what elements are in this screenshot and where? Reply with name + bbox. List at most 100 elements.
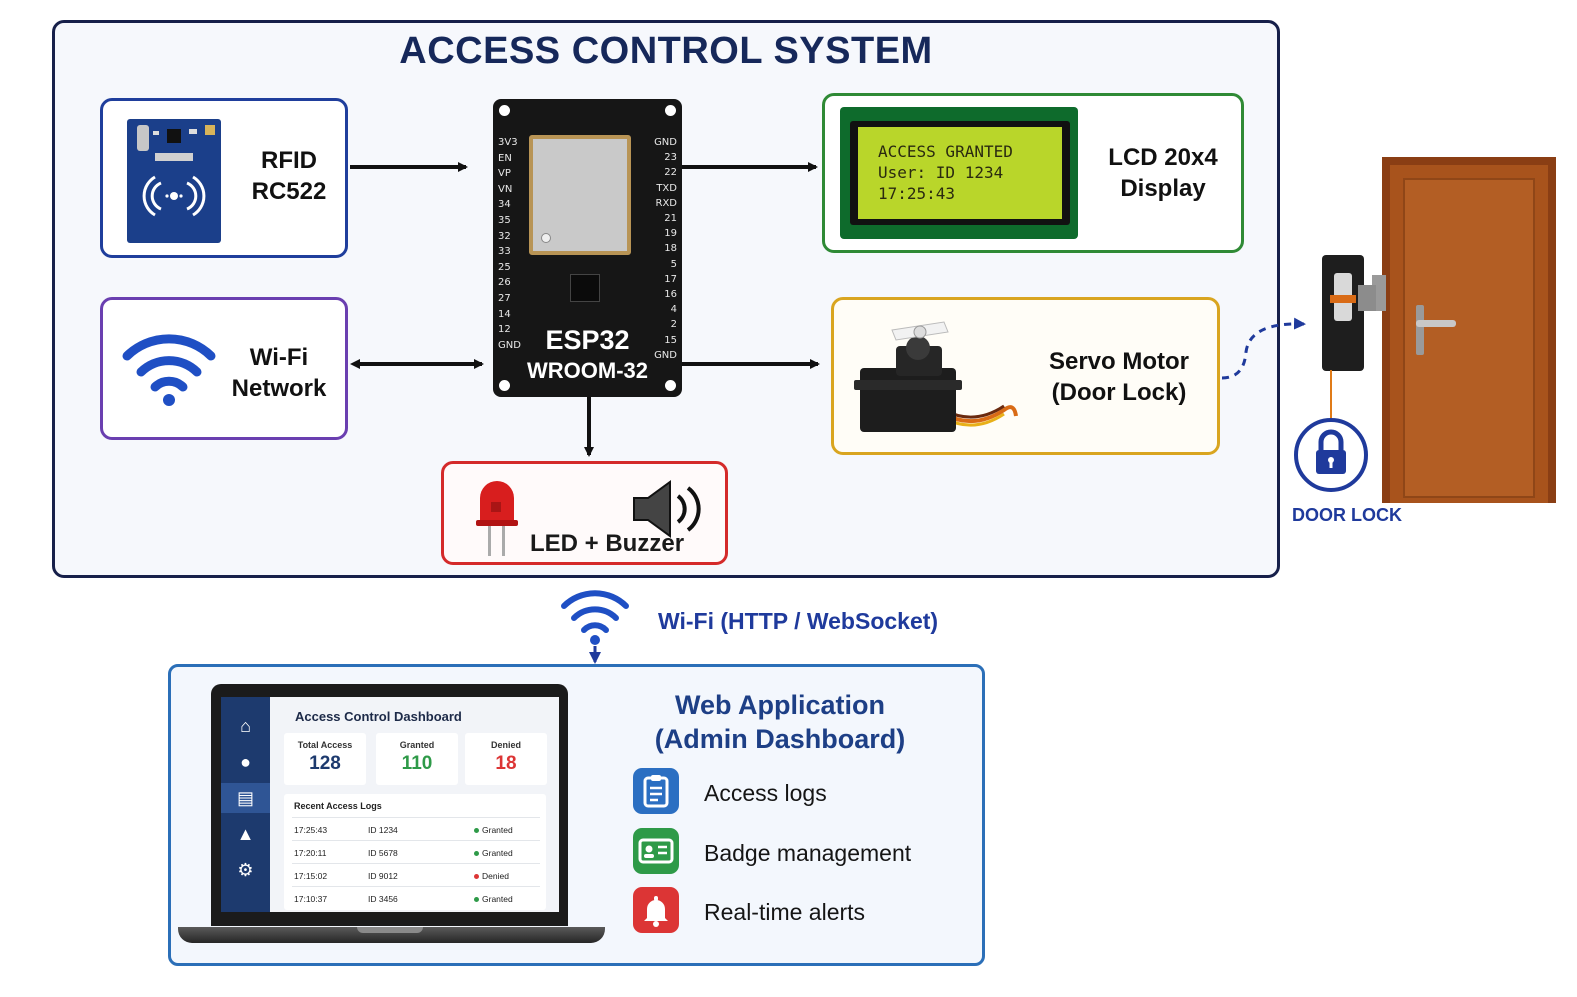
log-status-text: Denied xyxy=(482,871,509,881)
log-status: Denied xyxy=(474,871,509,881)
home-icon[interactable]: ⌂ xyxy=(240,716,251,736)
esp32-pin-label: 23 xyxy=(664,152,677,164)
stat-label: Total Access xyxy=(297,740,353,750)
wifi-label-line2: Network xyxy=(231,375,327,402)
status-dot xyxy=(474,828,479,834)
rfid-label: RFID RC522 xyxy=(239,145,339,207)
log-time: 17:20:11 xyxy=(294,848,327,858)
dashboard-sidebar: ⌂ ● ▤ ▲ ⚙ xyxy=(221,697,270,912)
wifi-icon xyxy=(122,334,216,406)
log-id: ID 9012 xyxy=(368,871,398,881)
stat-value: 110 xyxy=(401,753,433,774)
web-app-title-line1: Web Application xyxy=(674,690,885,720)
esp32-pin-label: 21 xyxy=(664,213,677,224)
web-app-title-line2: (Admin Dashboard) xyxy=(654,724,906,754)
rfid-label-line2: RC522 xyxy=(251,178,327,205)
feature-access-logs: Access logs xyxy=(704,780,827,806)
servo-label-line2: (Door Lock) xyxy=(1051,379,1187,406)
lcd-screen-line1: ACCESS GRANTED xyxy=(878,142,1013,161)
user-icon[interactable]: ● xyxy=(240,752,251,772)
door-lock-label: DOOR LOCK xyxy=(1292,505,1402,525)
esp32-name: ESP32 xyxy=(545,325,630,355)
led-buzzer-node: LED + Buzzer xyxy=(441,461,728,565)
bell-icon[interactable]: ▲ xyxy=(236,824,255,844)
laptop-base xyxy=(178,927,605,943)
id-card-icon[interactable]: ▤ xyxy=(221,783,270,813)
log-id: ID 3456 xyxy=(368,894,398,904)
stat-value: 18 xyxy=(495,753,517,774)
esp32-pin-label: 22 xyxy=(664,167,677,179)
log-id: ID 5678 xyxy=(368,848,398,858)
status-dot xyxy=(474,897,479,903)
table-row[interactable]: 17:10:37 ID 3456 Granted xyxy=(292,886,540,908)
esp32-pin-label: 32 xyxy=(498,230,511,242)
esp32-pin-label: 5 xyxy=(670,258,677,270)
wifi-node: Wi-Fi Network xyxy=(100,297,348,440)
esp32-pin-label: 27 xyxy=(498,293,511,304)
gear-icon[interactable]: ⚙ xyxy=(237,860,254,880)
wifi-link-icon xyxy=(561,590,629,645)
esp32-pin-label: GND xyxy=(498,339,521,351)
wifi-label-line1: Wi-Fi xyxy=(249,344,309,371)
esp32-model: WROOM-32 xyxy=(527,358,648,383)
dashboard-title: Access Control Dashboard xyxy=(295,709,462,724)
esp32-pin-label: TXD xyxy=(656,182,677,194)
web-app-title: Web Application (Admin Dashboard) xyxy=(620,688,940,756)
log-status: Granted xyxy=(474,848,513,858)
esp32-pin-label: 17 xyxy=(664,273,677,285)
table-row[interactable]: 17:20:11 ID 5678 Granted xyxy=(292,840,540,862)
esp32-pin-label: 18 xyxy=(664,243,677,255)
stat-granted: Granted 110 xyxy=(376,733,458,785)
servo-node: Servo Motor (Door Lock) xyxy=(831,297,1220,455)
esp32-pin-label: 33 xyxy=(498,246,511,258)
dashboard-screen: ⌂ ● ▤ ▲ ⚙ Access Control Dashboard Total… xyxy=(221,697,559,912)
usb-chip xyxy=(570,274,600,302)
esp32-pin-label: 4 xyxy=(670,304,677,316)
lcd-label-line2: Display xyxy=(1120,175,1206,202)
servo-motor-icon xyxy=(854,321,1018,432)
esp32-pin-label: 26 xyxy=(498,277,511,289)
table-row[interactable]: 17:15:02 ID 9012 Denied xyxy=(292,863,540,885)
esp32-module-shield xyxy=(529,135,631,255)
esp32-pin-label: GND xyxy=(654,349,677,361)
log-status-text: Granted xyxy=(482,848,513,858)
esp32-pin-label: 19 xyxy=(664,228,677,240)
esp32-pin-label: GND xyxy=(654,137,677,148)
lock-icon xyxy=(1294,418,1368,492)
arrow-servo-to-lock xyxy=(1221,317,1306,380)
log-time: 17:15:02 xyxy=(294,871,328,881)
rfid-reader-icon xyxy=(127,119,221,243)
status-dot xyxy=(474,851,479,857)
diagram-title: ACCESS CONTROL SYSTEM xyxy=(399,30,933,72)
recent-logs-title: Recent Access Logs xyxy=(294,801,382,811)
log-status: Granted xyxy=(474,825,513,835)
status-dot xyxy=(474,874,479,880)
wifi-link-label: Wi-Fi (HTTP / WebSocket) xyxy=(658,608,939,634)
esp32-pin-label: RXD xyxy=(655,197,678,209)
esp32-pin-label: 14 xyxy=(498,308,511,320)
log-status-text: Granted xyxy=(482,825,513,835)
stat-label: Denied xyxy=(490,740,521,750)
feature-real-time-alerts: Real-time alerts xyxy=(704,899,866,925)
laptop-notch xyxy=(357,927,423,933)
id-card-icon xyxy=(633,828,679,874)
feature-badge-management: Badge management xyxy=(704,840,912,866)
esp32-pin-label: EN xyxy=(498,152,512,164)
log-status-text: Granted xyxy=(482,894,513,904)
servo-label: Servo Motor (Door Lock) xyxy=(1034,346,1204,408)
esp32-pin-label: 12 xyxy=(498,324,511,336)
table-row[interactable]: 17:25:43 ID 1234 Granted xyxy=(292,817,540,839)
esp32-pin-label: 15 xyxy=(664,334,677,346)
log-time: 17:25:43 xyxy=(294,825,328,835)
esp32-pin-label: 16 xyxy=(664,289,677,300)
esp32-pin-label: 2 xyxy=(670,319,677,331)
lcd-module: ACCESS GRANTED User: ID 1234 17:25:43 xyxy=(840,107,1078,239)
recent-logs-panel: Recent Access Logs 17:25:43 ID 1234 Gran… xyxy=(284,794,546,910)
lcd-screen-line2: User: ID 1234 xyxy=(878,163,1004,182)
log-id: ID 1234 xyxy=(368,825,398,835)
bell-icon xyxy=(633,887,679,933)
esp32-pin-label: 25 xyxy=(498,261,511,273)
rfid-node: RFID RC522 xyxy=(100,98,348,258)
door-illustration xyxy=(1322,157,1556,503)
